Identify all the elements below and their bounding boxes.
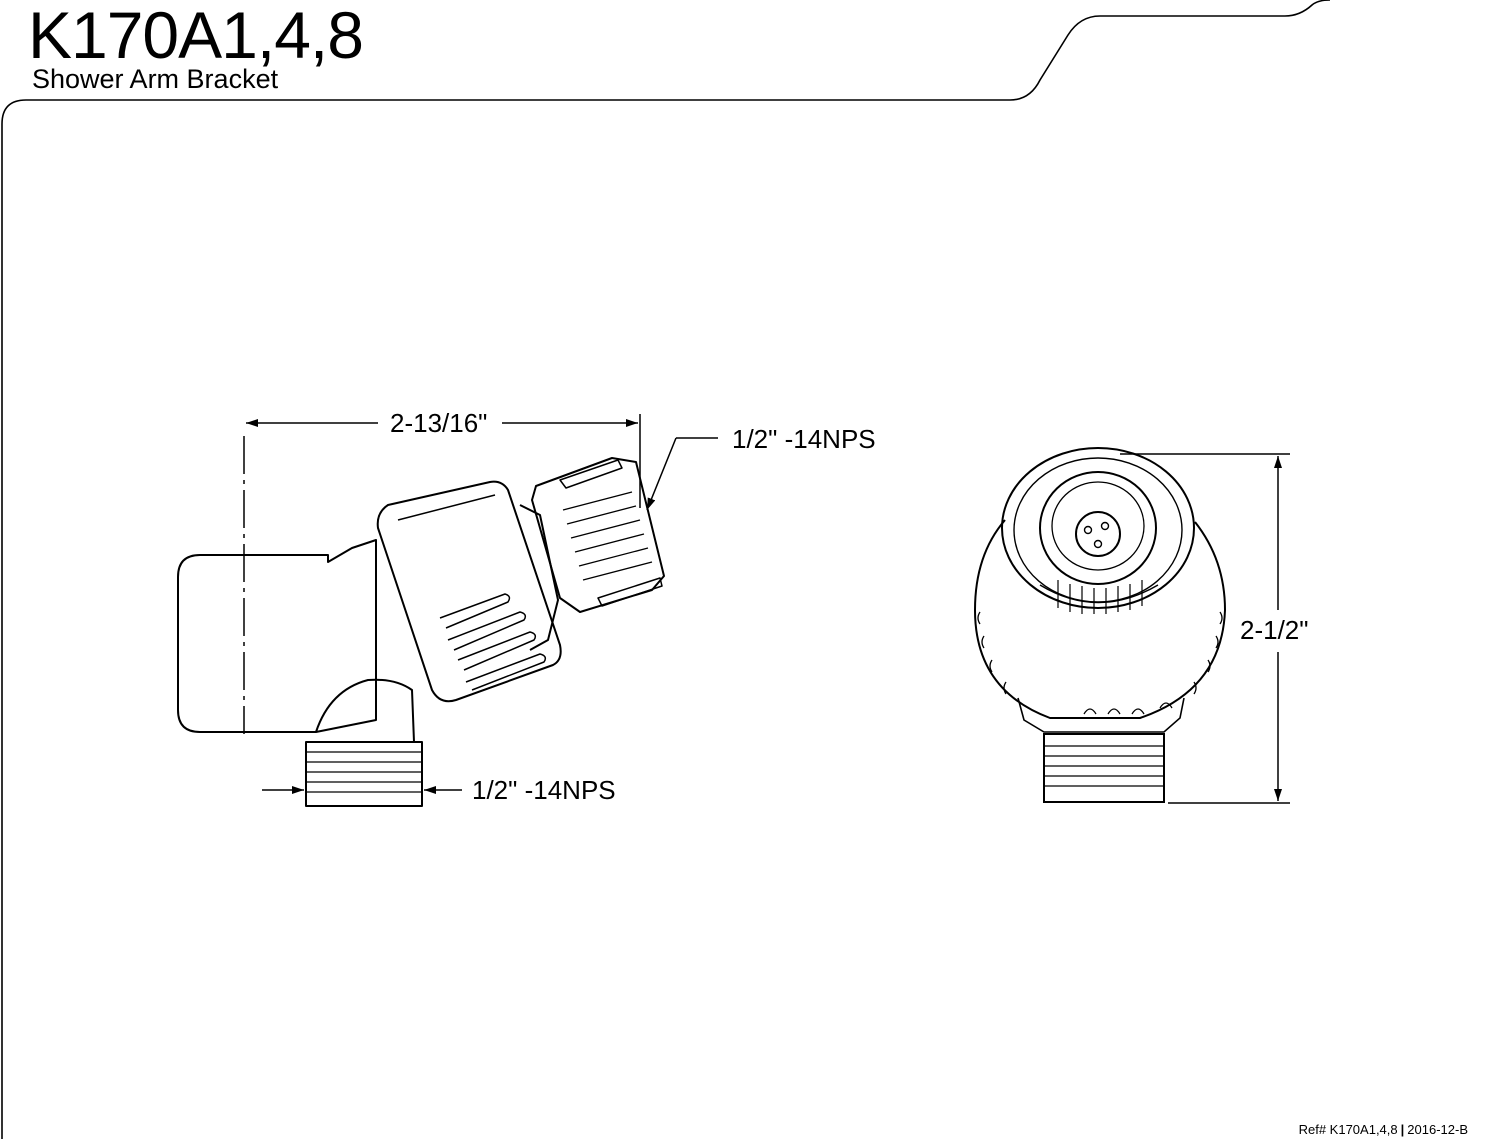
swivel-nut: [376, 480, 562, 703]
product-name: Shower Arm Bracket: [32, 64, 279, 94]
neck: [519, 504, 559, 651]
ref-number: Ref# K170A1,4,8: [1298, 1122, 1398, 1137]
height-dimension: [1120, 453, 1290, 804]
bottom-thread-label: 1/2" -14NPS: [472, 775, 616, 805]
wall-body: [177, 539, 377, 733]
threaded-head: [531, 457, 665, 613]
collar-inner: [1039, 471, 1157, 585]
height-dimension-label: 2-1/2": [1240, 615, 1309, 645]
width-dimension: [246, 414, 641, 508]
ref-separator: |: [1400, 1122, 1405, 1137]
top-thread-leader: [646, 437, 718, 511]
reference-footer: Ref# K170A1,4,8|2016-12-B: [1299, 1123, 1468, 1136]
model-number: K170A1,4,8: [28, 0, 364, 72]
width-dimension-label: 2-13/16": [390, 408, 488, 438]
sheet-border: [1, 0, 1331, 1126]
side-view: [177, 457, 665, 807]
front-view: [973, 447, 1227, 803]
lower-elbow: [315, 678, 415, 743]
nozzle: [1075, 511, 1121, 557]
revision-code: 2016-12-B: [1407, 1122, 1468, 1137]
bottom-thread: [305, 741, 423, 807]
collar-outer: [1001, 447, 1195, 609]
top-thread-label: 1/2" -14NPS: [732, 424, 876, 454]
front-bottom-thread: [1043, 733, 1165, 803]
body-sphere: [973, 519, 1227, 719]
